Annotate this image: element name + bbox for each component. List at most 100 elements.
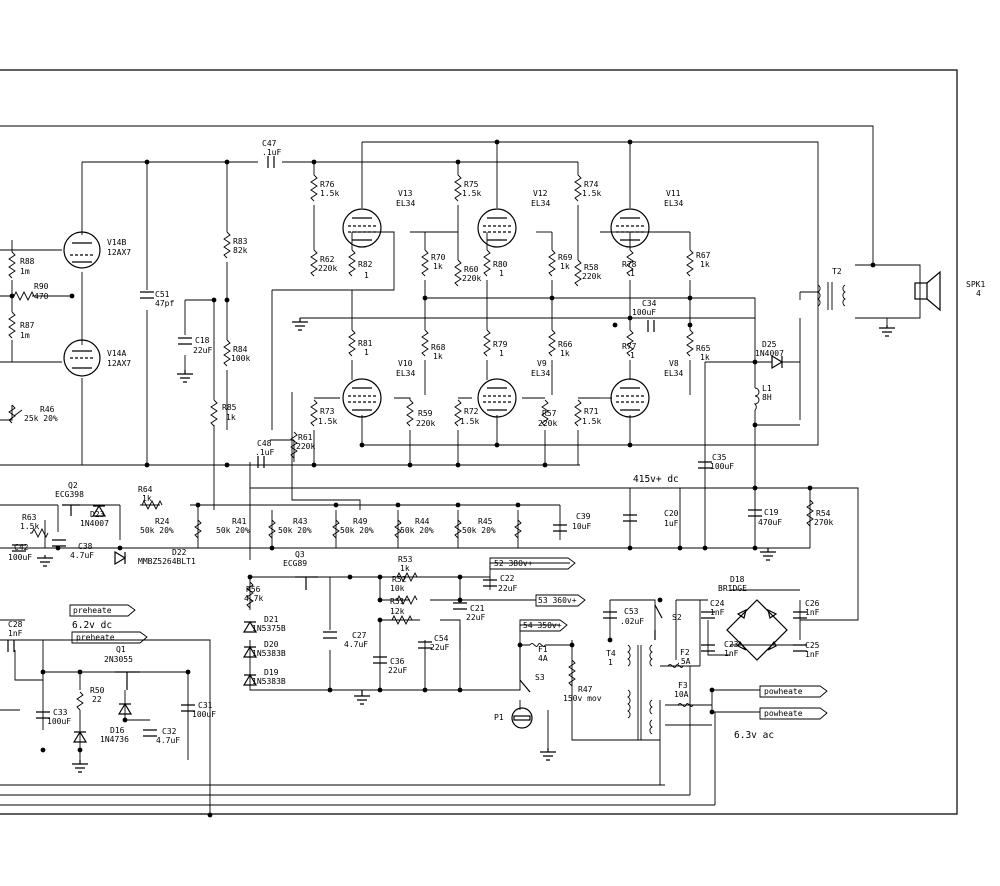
- resistor-value: 1k: [700, 353, 710, 362]
- capacitor-ref: C20: [664, 509, 679, 518]
- tube-type: 12AX7: [107, 359, 131, 368]
- capacitor-ref: C47: [262, 139, 277, 148]
- resistor-ref: R57: [542, 409, 557, 418]
- fuse-symbol: [677, 703, 694, 707]
- resistor-ref: R56: [246, 585, 261, 594]
- resistor-value: 220k: [318, 264, 337, 273]
- resistor-ref: R45: [478, 517, 493, 526]
- capacitor-ref: C38: [78, 542, 93, 551]
- transistor-symbol: [62, 504, 318, 690]
- capacitor-ref: C54: [434, 634, 449, 643]
- capacitor-value: 100uF: [192, 710, 216, 719]
- resistor-ref: R52: [392, 575, 407, 584]
- resistor-value: 470: [34, 292, 49, 301]
- switch-symbol: [519, 679, 531, 693]
- resistor-value: 50k 20%: [216, 526, 250, 535]
- resistor-ref: R41: [232, 517, 247, 526]
- switch-ref: S2: [672, 613, 682, 622]
- resistor-value: 1: [364, 271, 369, 280]
- capacitor-value: 4.7uF: [156, 736, 180, 745]
- capacitor-symbol: [7, 156, 807, 737]
- resistor-ref: R51: [390, 597, 405, 606]
- resistor-ref: R54: [816, 509, 831, 518]
- resistor-value: 1.5k: [582, 189, 601, 198]
- capacitor-ref: C22: [500, 574, 515, 583]
- semi-ref: D20: [264, 640, 279, 649]
- potentiometer-symbol: [8, 404, 522, 539]
- plug-symbol: [511, 707, 533, 729]
- capacitor-value: 100uF: [8, 553, 32, 562]
- resistor-ref: R84: [233, 345, 248, 354]
- capacitor-value: 10uF: [572, 522, 591, 531]
- resistor-value: 1: [630, 351, 635, 360]
- capacitor-value: 100uF: [47, 717, 71, 726]
- semi-value: ECG89: [283, 559, 307, 568]
- ac-heater-label: 6.3v ac: [734, 730, 774, 741]
- magnetic-value: 8H: [762, 393, 772, 402]
- capacitor-value: .1uF: [255, 448, 274, 457]
- resistor-value: 1: [630, 269, 635, 278]
- magnetic-ref: F3: [678, 681, 688, 690]
- capacitor-value: 22uF: [466, 613, 485, 622]
- tube-symbol: [63, 339, 101, 377]
- resistor-value: 1: [364, 348, 369, 357]
- capacitor-ref: C26: [805, 599, 820, 608]
- resistor-value: 1.5k: [582, 417, 601, 426]
- semi-value: 1N4007: [755, 349, 784, 358]
- semi-value: ECG398: [55, 490, 84, 499]
- resistor-value: 50k 20%: [400, 526, 434, 535]
- tube-type: EL34: [396, 199, 415, 208]
- tube-type: 12AX7: [107, 248, 131, 257]
- capacitor-ref: C35: [712, 453, 727, 462]
- semi-value: 1N4007: [80, 519, 109, 528]
- capacitor-ref: C23: [724, 640, 739, 649]
- capacitor-value: 1nF: [805, 650, 820, 659]
- capacitor-value: 4.7uF: [70, 551, 94, 560]
- tube-type: EL34: [664, 199, 683, 208]
- tube-ref: V10: [398, 359, 413, 368]
- capacitor-ref: C33: [53, 708, 68, 717]
- resistor-value: 270k: [814, 518, 833, 527]
- resistor-value: 1k: [226, 413, 236, 422]
- tube-ref: V11: [666, 189, 681, 198]
- preheat-out-flag: preheate: [73, 606, 112, 615]
- semi-ref: D19: [264, 668, 279, 677]
- semi-value: 1N5383B: [252, 649, 286, 658]
- tube-symbol: [342, 208, 382, 248]
- resistor-value: 100k: [231, 354, 250, 363]
- tube-ref: V12: [533, 189, 548, 198]
- resistor-value: 1k: [142, 494, 152, 503]
- power-transformer-symbol: [627, 644, 653, 740]
- resistor-value: 1m: [20, 331, 30, 340]
- capacitor-ref: C32: [162, 727, 177, 736]
- capacitor-ref: C27: [352, 631, 367, 640]
- semi-value: BRIDGE: [718, 584, 747, 593]
- net-380-flag: 52 380v+: [494, 559, 533, 568]
- resistor-ref: R49: [353, 517, 368, 526]
- magnetic-value: 10A: [674, 690, 689, 699]
- capacitor-ref: C39: [576, 512, 591, 521]
- resistor-value: 220k: [416, 419, 435, 428]
- resistor-ref: R81: [358, 339, 373, 348]
- capacitor-value: 1nF: [8, 629, 23, 638]
- resistor-ref: R66: [558, 340, 573, 349]
- net-350-flag: 54 350v+: [523, 621, 562, 630]
- tube-symbol: [63, 231, 101, 269]
- capacitor-ref: C21: [470, 604, 485, 613]
- resistor-value: 1.5k: [320, 189, 339, 198]
- resistor-ref: R43: [293, 517, 308, 526]
- capacitor-ref: C34: [642, 299, 657, 308]
- capacitor-value: 1nF: [805, 608, 820, 617]
- resistor-ref: R79: [493, 340, 508, 349]
- resistor-value: 1.5k: [20, 522, 39, 531]
- resistor-ref: R69: [558, 253, 573, 262]
- ground-symbol: [37, 318, 895, 773]
- resistor-ref: R75: [464, 180, 479, 189]
- sheet-border: [0, 69, 958, 815]
- resistor-ref: R77: [622, 342, 637, 351]
- semi-ref: D18: [730, 575, 745, 584]
- capacitor-value: 22uF: [193, 346, 212, 355]
- diode-symbol: [72, 354, 784, 743]
- capacitor-ref: C31: [198, 701, 213, 710]
- capacitor-value: 47pf: [155, 299, 174, 308]
